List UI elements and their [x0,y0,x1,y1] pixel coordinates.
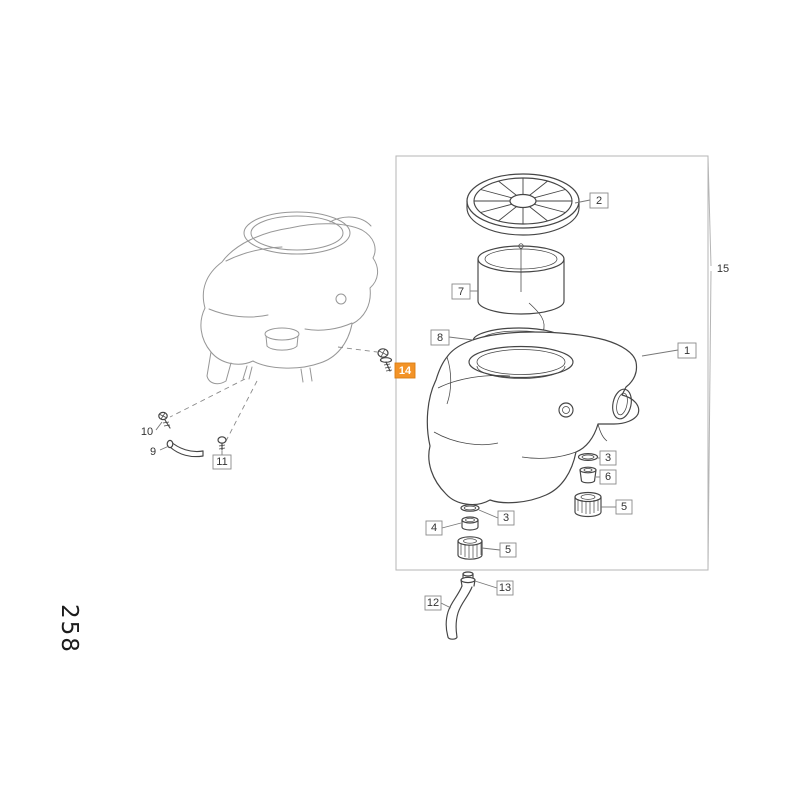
callout-label-5b: 5 [505,544,511,556]
dashed-leader-to-10 [169,378,246,418]
callout-label-4: 4 [431,522,437,534]
tank-port-inner [562,406,570,414]
ghost-foot [206,351,232,385]
callout-7[interactable]: 7 [451,283,478,300]
callout-11[interactable]: 11 [212,451,232,470]
ghost-opening-outer [243,211,351,255]
callout-label-1: 1 [684,345,690,357]
kit-leader-bottom [707,270,712,571]
grommet-4-drawing [461,516,479,531]
cap-right-knurling [577,499,599,514]
ghost-tank-assembly [169,211,378,442]
air-filter-cover-spokes [474,178,572,224]
callout-12[interactable]: 12 [424,595,452,611]
callout-label-10: 10 [141,426,153,438]
kit-leader-top [707,156,712,267]
callout-label-3: 3 [605,452,611,464]
cap-right-drawing [574,491,602,518]
tank-port-outer [558,402,574,418]
tank-opening-inner [476,349,566,375]
hose-12-drawing [445,585,473,640]
callout-15[interactable]: 15 [717,263,729,275]
callout-8[interactable]: 8 [430,329,474,346]
cap-bottom-knurling [460,543,482,558]
callout-4[interactable]: 4 [425,520,462,536]
tank-handle-slot-outer [612,388,632,420]
connector-13-drawing [460,571,476,587]
ghost-port-hole [335,293,347,305]
callout-label-11: 11 [216,456,227,468]
callouts-layer: 2 7 8 1 14 3 6 [141,192,729,611]
callout-label-6: 6 [605,471,611,483]
oring-bottom-drawing [460,504,480,512]
oring-right-drawing [577,453,599,462]
screw-11-drawing [217,436,227,451]
dashed-leader-to-11 [225,380,258,442]
cap-bottom-drawing [457,536,483,560]
ghost-opening-inner [250,215,344,251]
callout-label-7: 7 [458,286,464,298]
callout-10[interactable]: 10 [141,421,163,438]
air-filter-cover-drawing [466,173,580,236]
screw-10-drawing [158,411,171,429]
callout-label-12: 12 [427,597,439,609]
callout-3-right[interactable]: 3 [597,450,617,466]
callout-label-13: 13 [499,582,511,594]
filter-element-drawing [477,243,565,333]
callout-label-3b: 3 [503,512,509,524]
pipe-9-drawing [166,439,204,458]
callout-9[interactable]: 9 [150,445,170,458]
page-number: 258 [56,604,82,654]
ghost-tank-body [200,223,378,369]
callout-3-bottom[interactable]: 3 [478,509,515,526]
ghost-outlet-neck [264,327,300,341]
callout-5-bottom[interactable]: 5 [481,542,517,558]
callout-label-9: 9 [150,446,156,458]
fuel-tank-drawing [426,331,640,506]
fuel-tank-outline [426,331,640,506]
screw-14-drawing [377,348,393,372]
callout-label-2: 2 [596,195,602,207]
dashed-leader-to-14 [337,346,378,353]
tank-opening-outer [468,345,574,379]
callout-2[interactable]: 2 [574,192,609,209]
callout-label-15: 15 [717,263,729,275]
callout-5-right[interactable]: 5 [601,499,633,515]
callout-label-5: 5 [621,501,627,513]
callout-label-8: 8 [437,332,443,344]
fitting-6-drawing [579,466,597,484]
callout-14[interactable]: 14 [394,362,416,379]
callout-1[interactable]: 1 [641,342,697,359]
callout-6[interactable]: 6 [596,469,617,485]
callout-label-14: 14 [399,365,412,377]
callout-13[interactable]: 13 [474,580,514,596]
tank-handle-slot-inner [616,392,628,416]
